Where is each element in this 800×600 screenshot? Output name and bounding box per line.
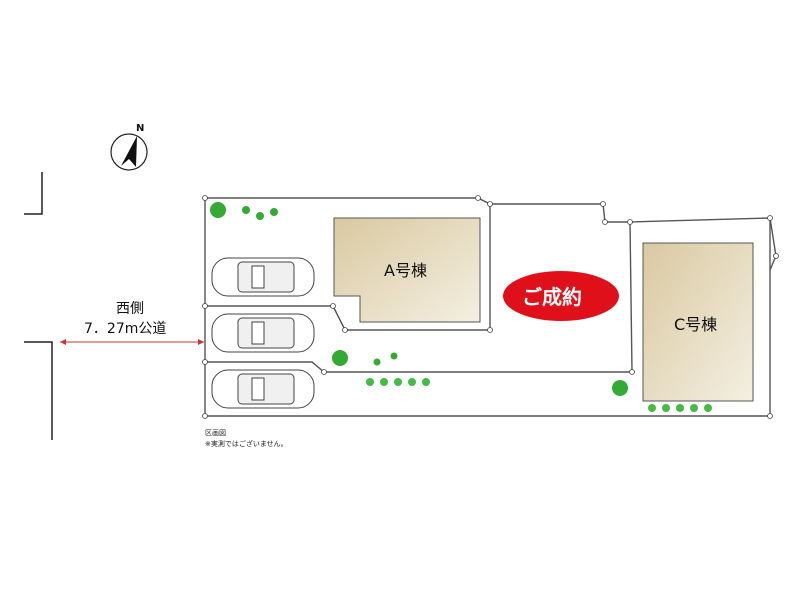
sold-badge: ご成約 (503, 271, 619, 321)
building-a-label: A号棟 (384, 261, 427, 280)
caption-note: ※実測ではございません。 (205, 440, 288, 448)
boundary-markers (202, 195, 779, 419)
north-compass-icon: N (110, 123, 148, 171)
tree-icon (210, 202, 628, 396)
caption-title: 区画図 (205, 429, 226, 437)
shrub-row-icon (366, 378, 712, 412)
building-c: C号棟 (642, 242, 754, 402)
road-boundary (24, 172, 53, 440)
car-icon (211, 257, 315, 297)
lot-outline (204, 197, 777, 417)
car-icon (211, 369, 315, 409)
north-label: N (136, 123, 144, 134)
sold-badge-text: ご成約 (522, 285, 582, 309)
building-a: A号棟 (333, 217, 481, 323)
road-width-label: 7．27m公道 (84, 321, 167, 337)
road-side-label: 西側 (116, 301, 144, 317)
car-icon (211, 313, 315, 353)
building-c-label: C号棟 (674, 315, 717, 334)
